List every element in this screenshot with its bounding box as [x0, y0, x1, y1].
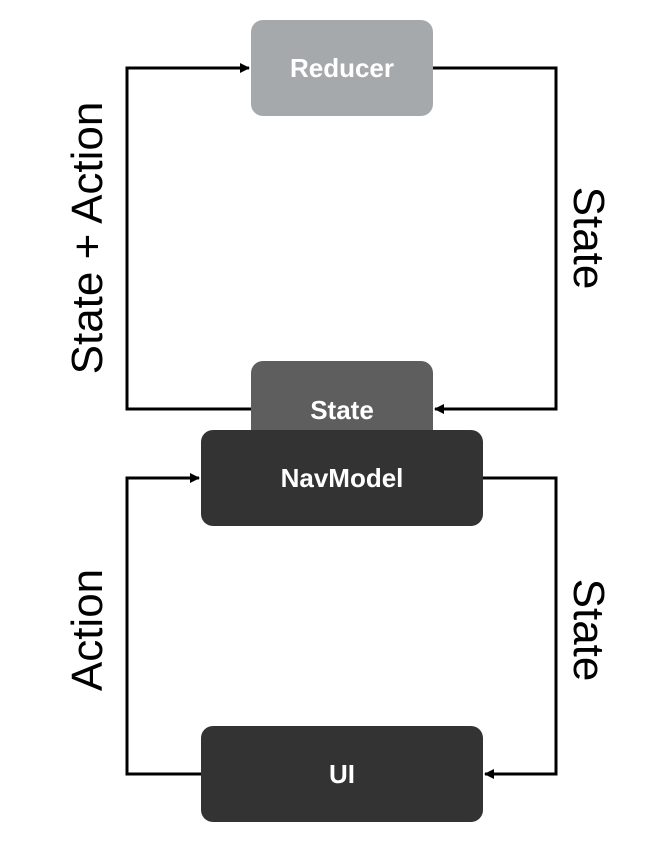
reducer-node: Reducer — [251, 20, 433, 116]
action-arrow — [125, 473, 201, 776]
ui-node: UI — [201, 726, 483, 822]
state-plus-action-arrow — [125, 63, 251, 411]
reducer-to-state-arrow — [433, 66, 558, 414]
ui-label: UI — [329, 758, 355, 789]
navmodel-node: NavModel — [201, 430, 483, 526]
state-plus-action-label: State + Action — [63, 101, 112, 375]
reducer-state-label: State — [564, 186, 613, 290]
reducer-label: Reducer — [289, 52, 395, 83]
navmodel-to-ui-arrow — [483, 476, 558, 779]
navmodel-label: NavModel — [280, 462, 404, 493]
action-label: Action — [63, 568, 112, 692]
state-label: State — [310, 395, 374, 425]
navmodel-state-label: State — [564, 578, 613, 682]
